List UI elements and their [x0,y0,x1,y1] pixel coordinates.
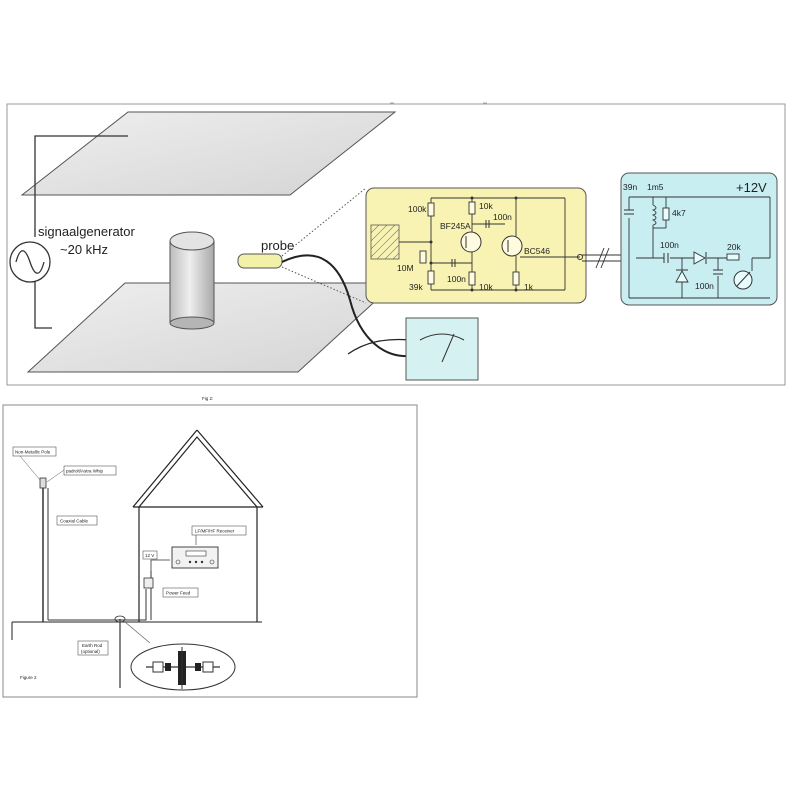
generator-wire-top [34,135,128,237]
top-plate [20,111,397,196]
resistor-20k [726,253,740,261]
receiver-label-box [191,525,247,536]
receiver-label: LF/MF/HF Receiver [195,529,235,534]
label-r-meter: 20k [727,242,741,252]
whip-callout [46,469,65,483]
generator-wire-bottom [34,277,52,329]
detector-capacitors [624,209,723,275]
resistor-4k7 [662,207,670,221]
generator-label: signaalgenerator [38,224,136,239]
bjt-transistor-icon [501,235,523,257]
meter-box [405,317,479,381]
label-inductor: 1m5 [647,182,664,192]
panel-probe-setup: signaalgenerator ~20 kHz probe [6,102,786,386]
pole-label: Non-Metallic Pole [15,450,51,455]
label-r3: 39k [409,282,423,292]
connector-detail [130,643,236,691]
label-c-couple: 100n [660,240,679,250]
connector-right-icon [202,661,214,673]
detector-circuit: +12V [620,172,778,306]
label-c1: 100n [493,212,512,222]
power-feed-box [143,577,154,589]
whip-mount-icon [39,477,47,489]
pole-callout [19,455,41,481]
fet-transistor-icon [460,231,482,253]
figure-header: Fig 2: [202,396,213,401]
meter-return-lead [347,338,411,355]
cable-label-box [56,515,98,526]
label-r5: 1k [524,282,534,292]
power-feed-label-box [162,587,199,598]
label-r4: 10k [479,282,493,292]
probe-head [237,253,283,269]
sensor-plate-hatch [370,224,400,260]
receiver-cable [150,559,170,571]
figure-label: Figure 2 [20,675,37,680]
label-c-in: 39n [623,182,637,192]
diode-to-ground-icon [675,269,689,283]
metal-cylinder [169,231,215,330]
voltage-label-box [142,550,158,560]
zoom-line-lower [281,266,367,304]
label-transistor: BC546 [524,246,550,256]
capacitor-symbols [451,220,490,267]
label-r-gate: 10M [397,263,414,273]
label-c-smooth: 100n [695,281,714,291]
earth-rod-label-box [77,640,109,656]
bottom-plate [26,282,397,373]
antenna-pole [39,477,49,622]
probe-cable [281,254,411,358]
power-feed-label: Power Feed [166,591,191,596]
cable-label: Coaxial Cable [60,519,89,524]
detector-wiring [628,196,771,299]
earth-rod [114,615,126,688]
label-supply: +12V [736,180,767,195]
label-r2: 10k [479,201,493,211]
coax-cable-run [48,589,147,621]
pole-label-box [12,446,57,457]
connector-left-icon [152,661,164,673]
house-outline [132,429,264,622]
meter-needle [441,333,455,363]
whip-label: padrolt/Astra Whip [66,469,104,474]
receiver-icon [171,546,219,569]
label-r-4k7: 4k7 [672,208,686,218]
inductor-icon [651,204,657,226]
earth-rod-note: (optional) [81,649,100,654]
panel-antenna-setup: Fig 2: [2,396,418,698]
detail-callout [124,621,151,644]
label-c2: 100n [447,274,466,284]
voltage-label: 12 V [145,553,154,558]
meter-symbol-icon [733,270,753,290]
frequency-label: ~20 kHz [60,242,108,257]
earth-rod-label: Earth Rod [82,643,103,648]
junction-dots [429,196,583,292]
amplifier-circuit: 100k 10k 100n BF245A BC546 10M 100n 39k … [365,187,587,304]
plug-right-icon [195,663,201,671]
label-r1: 100k [408,204,427,214]
diode-icon [693,251,707,265]
zoom-line-upper [281,187,367,257]
resistor-symbols [419,201,520,286]
probe-label: probe [261,238,294,253]
label-fet: BF245A [440,221,471,231]
whip-label-box [63,465,117,476]
signal-generator-icon [9,241,51,283]
plug-left-icon [165,663,171,671]
